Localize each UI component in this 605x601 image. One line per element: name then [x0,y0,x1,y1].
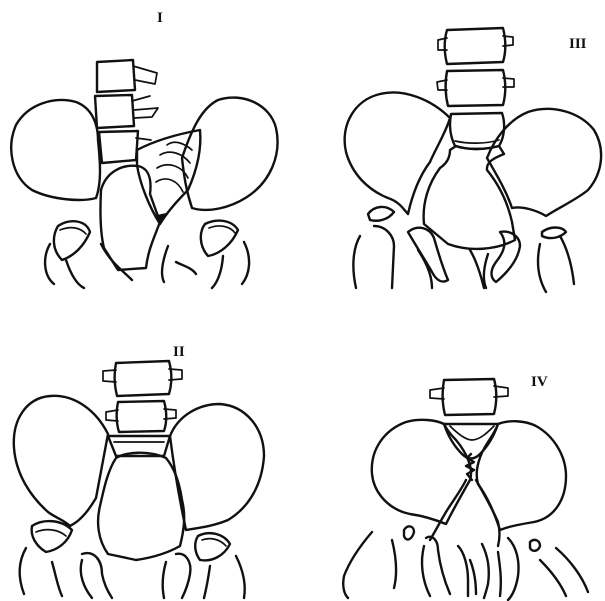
right-iliac-wing [477,421,566,530]
fused-disc-line [455,140,499,143]
left-acetabulum-rim [36,530,66,536]
panel-I: I [11,10,277,288]
right-iliac-wing [182,98,278,210]
right-pubic-loop [470,250,488,288]
lumbar-vertebrae [95,60,158,163]
sacral-inner-line [450,426,494,440]
center-pubic-loops [458,544,489,598]
left-iliac-wing [14,396,108,526]
right-femoral-head [212,242,249,288]
lumbar-vertebrae [430,379,508,415]
vertebra-L5 [443,379,497,415]
vertebra-L4 [445,28,506,64]
left-iliac-wing [11,100,100,200]
left-femur [20,548,62,596]
vertebra-L4 [115,361,172,396]
transverse-processes [438,36,513,50]
panel-IV: IV [343,374,588,600]
right-femur [204,556,245,598]
right-acetabulum-rim [209,226,235,233]
left-obturator-shadow [404,526,414,539]
right-femur [540,548,588,596]
transverse-process [132,96,158,118]
vertebra-L5 [446,70,506,106]
vertebra-L5 [117,401,167,432]
right-femur [538,236,574,292]
left-obturator-shadow [368,207,394,221]
left-ischial-loop [81,553,112,598]
panel-label-II: II [173,344,185,360]
vertebra-L4 [97,60,135,92]
right-obturator-shadow [542,228,566,239]
panel-label-III: III [569,36,587,52]
left-ischial-loop [408,228,448,282]
right-acetabulum-rim [202,539,226,546]
sacrum [100,166,160,270]
right-acetabulum [195,533,230,560]
panel-III: III [345,28,601,292]
left-ischial-loop [422,537,450,596]
right-ischial-loop [163,554,191,598]
sacrum-right [476,480,500,546]
panel-II: II [14,344,264,598]
right-obturator-shadow [530,540,540,551]
pubic-rami [101,244,196,282]
sacrum-left [430,480,466,540]
transverse-processes [437,78,514,90]
left-iliac-wing [372,420,471,524]
left-iliac-wing [345,92,450,214]
left-femur [343,532,396,598]
vertebra-L5 [95,95,134,128]
panel-label-I: I [157,10,163,26]
right-ischial-loop [498,538,519,600]
panel-label-IV: IV [531,374,548,390]
left-femur [353,226,394,288]
sacral-vertebra [99,131,138,163]
transverse-process [133,66,157,84]
left-acetabulum-rim [60,228,86,234]
sacrum [98,453,184,560]
